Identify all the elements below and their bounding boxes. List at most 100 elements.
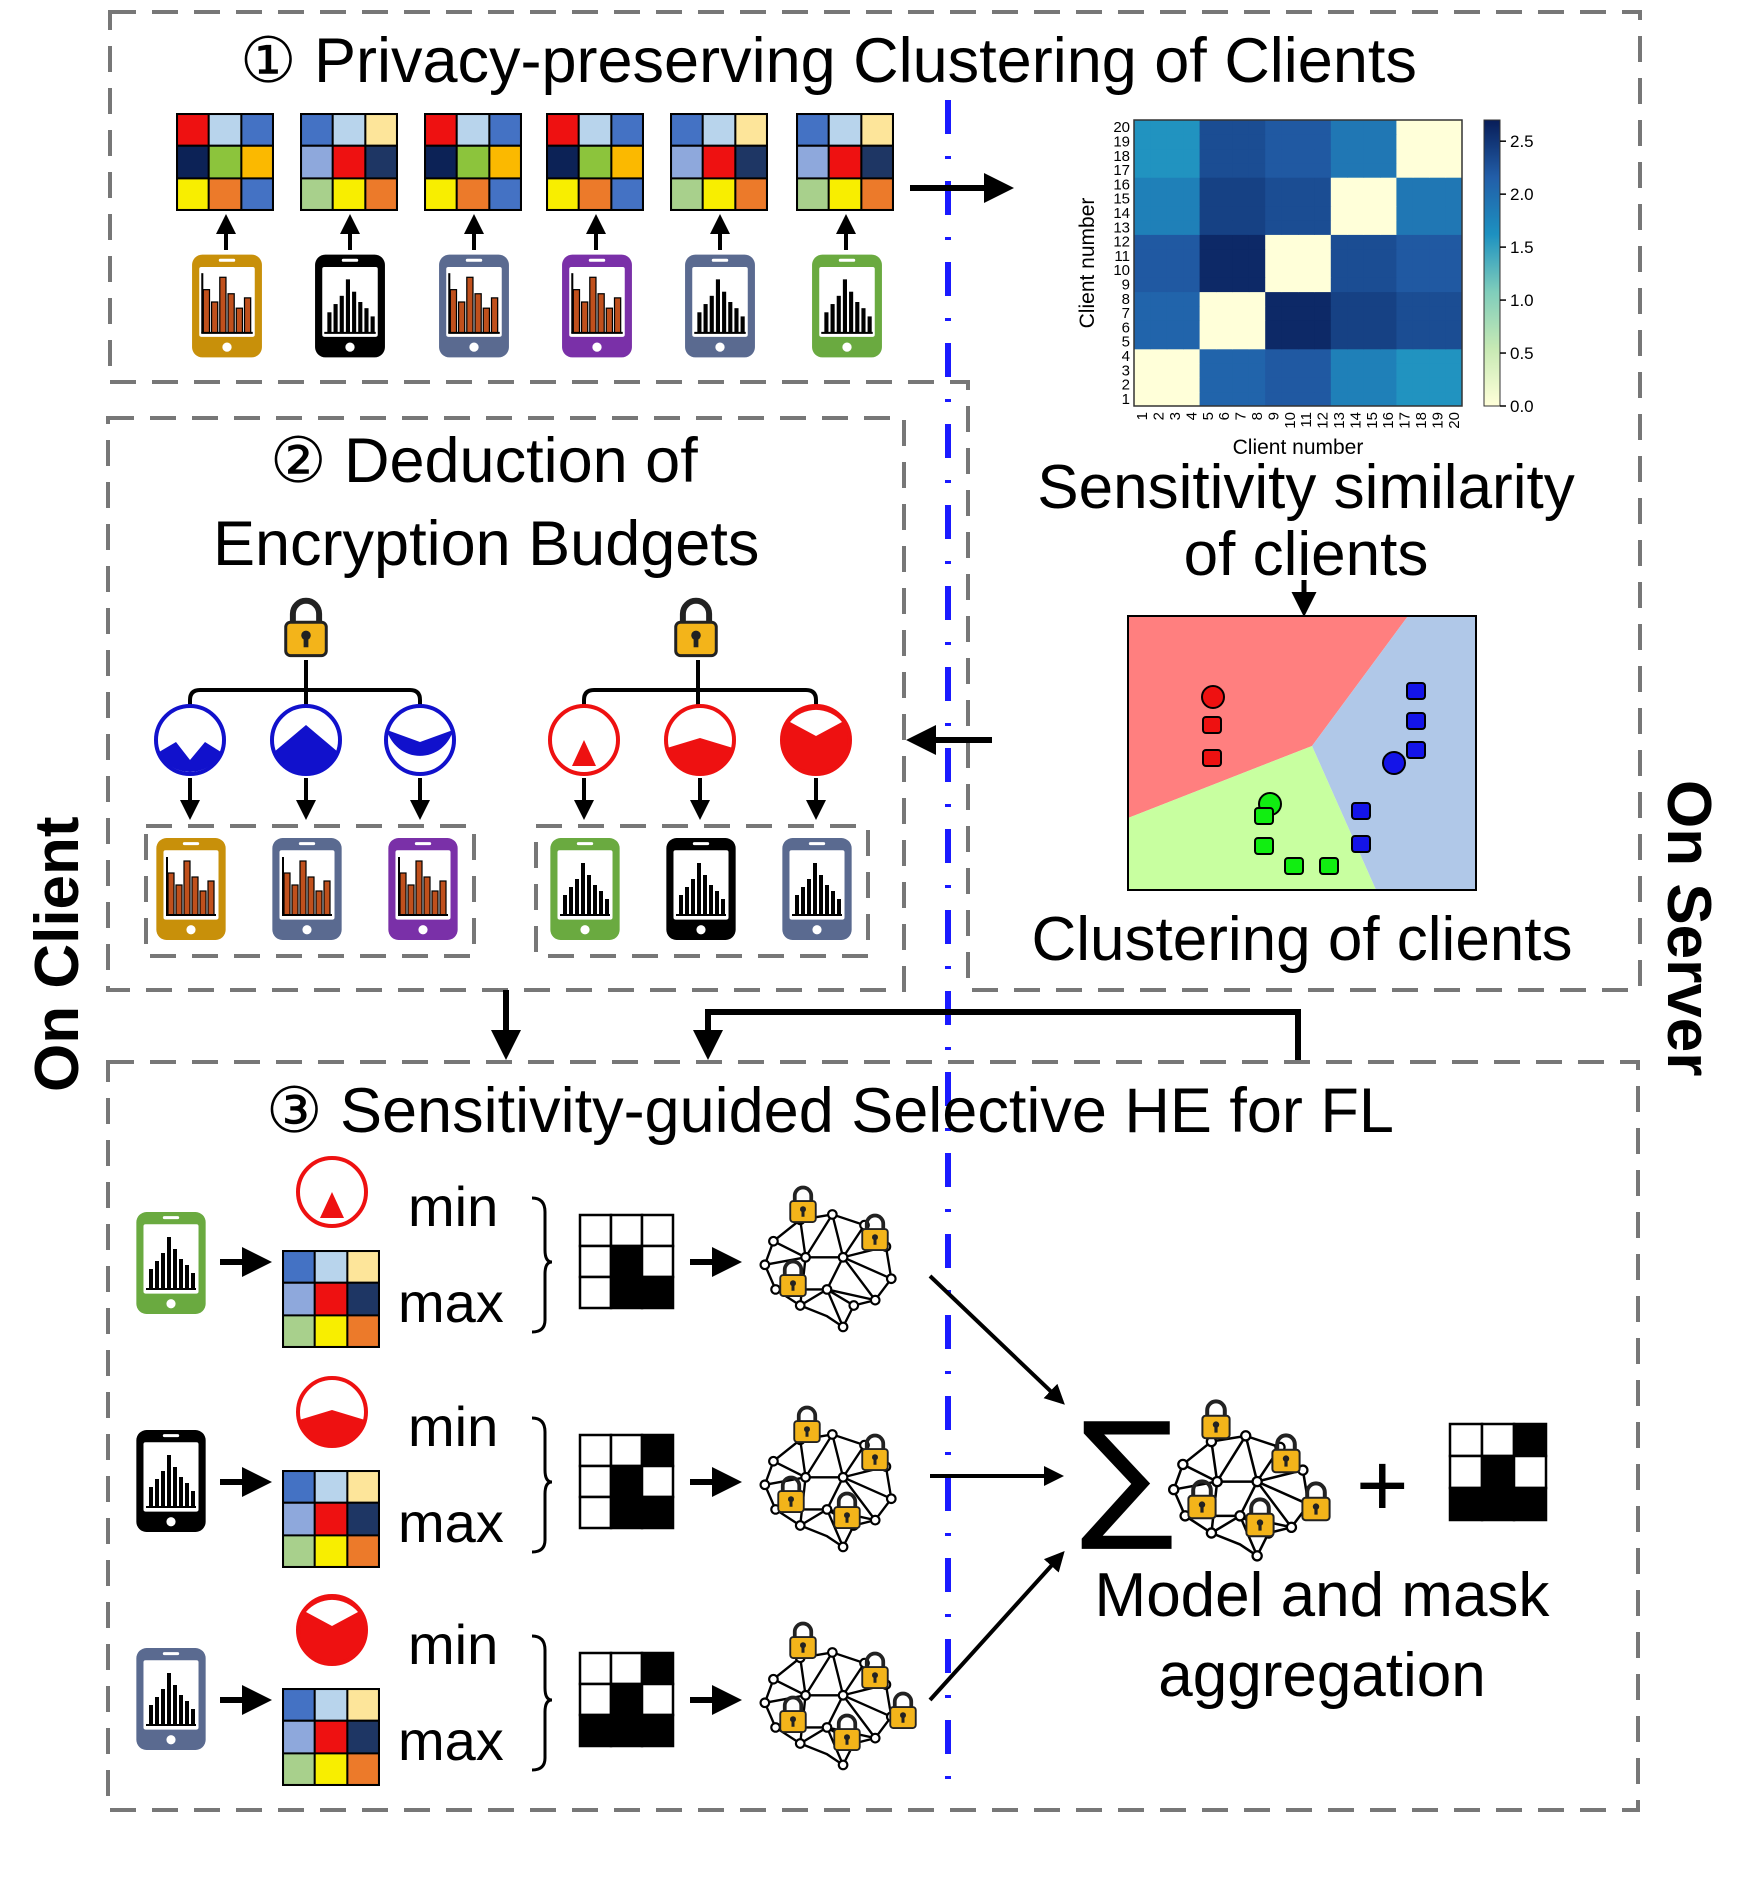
heatmap-cell	[1396, 248, 1414, 264]
heatmap-x-tick: 13	[1331, 412, 1348, 429]
heatmap-cell	[1150, 334, 1168, 350]
heatmap-cell	[1412, 248, 1430, 264]
heatmap-cell	[1380, 162, 1397, 178]
heatmap-cell	[1298, 291, 1315, 307]
heatmap-cell	[1412, 291, 1430, 307]
heatmap-cell	[1347, 191, 1365, 207]
heatmap-cell	[1412, 177, 1430, 192]
heatmap-cell	[1265, 120, 1283, 135]
heatmap-cell	[1396, 177, 1414, 192]
heatmap-cell	[1134, 220, 1151, 235]
heatmap-cell	[1199, 334, 1217, 350]
heatmap-cell	[1166, 320, 1184, 335]
heatmap-cell	[1216, 177, 1233, 192]
heatmap-cell	[1396, 120, 1414, 135]
heatmap-cell	[1314, 234, 1332, 250]
heatmap-cell	[1396, 363, 1414, 378]
heatmap-cell	[1216, 205, 1233, 221]
heatmap-cell	[1134, 134, 1151, 150]
heatmap-cell	[1216, 120, 1233, 135]
heatmap-cell	[1265, 177, 1283, 192]
heatmap-cell	[1134, 148, 1151, 164]
heatmap-cell	[1134, 248, 1151, 264]
heatmap-y-tick: 11	[1114, 248, 1130, 265]
heatmap-cell	[1347, 291, 1365, 307]
heatmap-cell	[1330, 134, 1348, 150]
heatmap-cell	[1248, 120, 1266, 135]
heatmap-cell	[1380, 177, 1397, 192]
heatmap-colorbar	[1483, 119, 1501, 407]
heatmap-cell	[1298, 334, 1315, 350]
heatmap-cell	[1265, 391, 1283, 407]
heatmap-x-tick: 19	[1429, 412, 1446, 429]
heatmap-cell	[1199, 377, 1217, 393]
heatmap-cell	[1199, 120, 1217, 135]
heatmap-cell	[1199, 177, 1217, 192]
heatmap-y-tick: 10	[1113, 262, 1130, 279]
heatmap-cell	[1347, 177, 1365, 192]
heatmap-cell	[1396, 305, 1414, 321]
heatmap-cell	[1363, 177, 1381, 192]
heatmap-cell	[1199, 348, 1217, 364]
heatmap-cell	[1380, 134, 1397, 150]
heatmap-cell	[1265, 277, 1283, 293]
heatmap-cell	[1314, 391, 1332, 407]
section3-border	[106, 1060, 1640, 1812]
heatmap-cell	[1330, 191, 1348, 207]
heatmap-cell	[1396, 205, 1414, 221]
heatmap-cell	[1265, 263, 1283, 278]
heatmap-y-tick: 18	[1113, 148, 1130, 165]
heatmap-cell	[1412, 162, 1430, 178]
heatmap-cell	[1134, 263, 1151, 278]
heatmap-cell	[1248, 363, 1266, 378]
heatmap-cell	[1232, 148, 1250, 164]
heatmap-cell	[1412, 320, 1430, 335]
heatmap-cell	[1183, 334, 1201, 350]
heatmap-cell	[1166, 263, 1184, 278]
heatmap-cell	[1183, 148, 1201, 164]
heatmap-cell	[1248, 277, 1266, 293]
heatmap-x-tick: 12	[1315, 412, 1332, 429]
heatmap-cell	[1396, 263, 1414, 278]
heatmap-cell	[1412, 363, 1430, 378]
heatmap-cell	[1298, 205, 1315, 221]
heatmap-cell	[1380, 377, 1397, 393]
heatmap-cell	[1199, 277, 1217, 293]
heatmap-cell	[1134, 320, 1151, 335]
heatmap-cell	[1199, 220, 1217, 235]
heatmap-cell	[1445, 234, 1463, 250]
heatmap-x-tick: 18	[1413, 412, 1430, 429]
heatmap-cell	[1396, 291, 1414, 307]
heatmap-cell	[1396, 348, 1414, 364]
heatmap-cell	[1445, 391, 1463, 407]
heatmap-cell	[1150, 291, 1168, 307]
heatmap-cell	[1166, 334, 1184, 350]
heatmap-cell	[1183, 248, 1201, 264]
similarity-caption-line1: Sensitivity similarity	[1037, 453, 1574, 522]
heatmap-cell	[1445, 305, 1463, 321]
heatmap-cell	[1150, 120, 1168, 135]
heatmap-cell	[1281, 391, 1299, 407]
heatmap-cell	[1363, 277, 1381, 293]
heatmap-cell	[1232, 377, 1250, 393]
heatmap-cell	[1429, 277, 1447, 293]
heatmap-cell	[1134, 391, 1151, 407]
heatmap-cell	[1248, 263, 1266, 278]
plus-symbol: +	[1356, 1436, 1409, 1536]
heatmap-cell	[1412, 334, 1430, 350]
heatmap-cell	[1445, 162, 1463, 178]
heatmap-cell	[1298, 162, 1315, 178]
row1-max-label: max	[398, 1271, 504, 1334]
heatmap-cell	[1298, 148, 1315, 164]
heatmap-cell	[1445, 148, 1463, 164]
heatmap-cell	[1199, 248, 1217, 264]
clustering-plot	[1127, 615, 1477, 891]
heatmap-cell	[1183, 162, 1201, 178]
heatmap-cell	[1183, 134, 1201, 150]
heatmap-cell	[1347, 391, 1365, 407]
heatmap-cell	[1248, 305, 1266, 321]
similarity-caption-line2: of clients	[1184, 520, 1429, 589]
heatmap-cell	[1281, 348, 1299, 364]
heatmap-cell	[1281, 363, 1299, 378]
